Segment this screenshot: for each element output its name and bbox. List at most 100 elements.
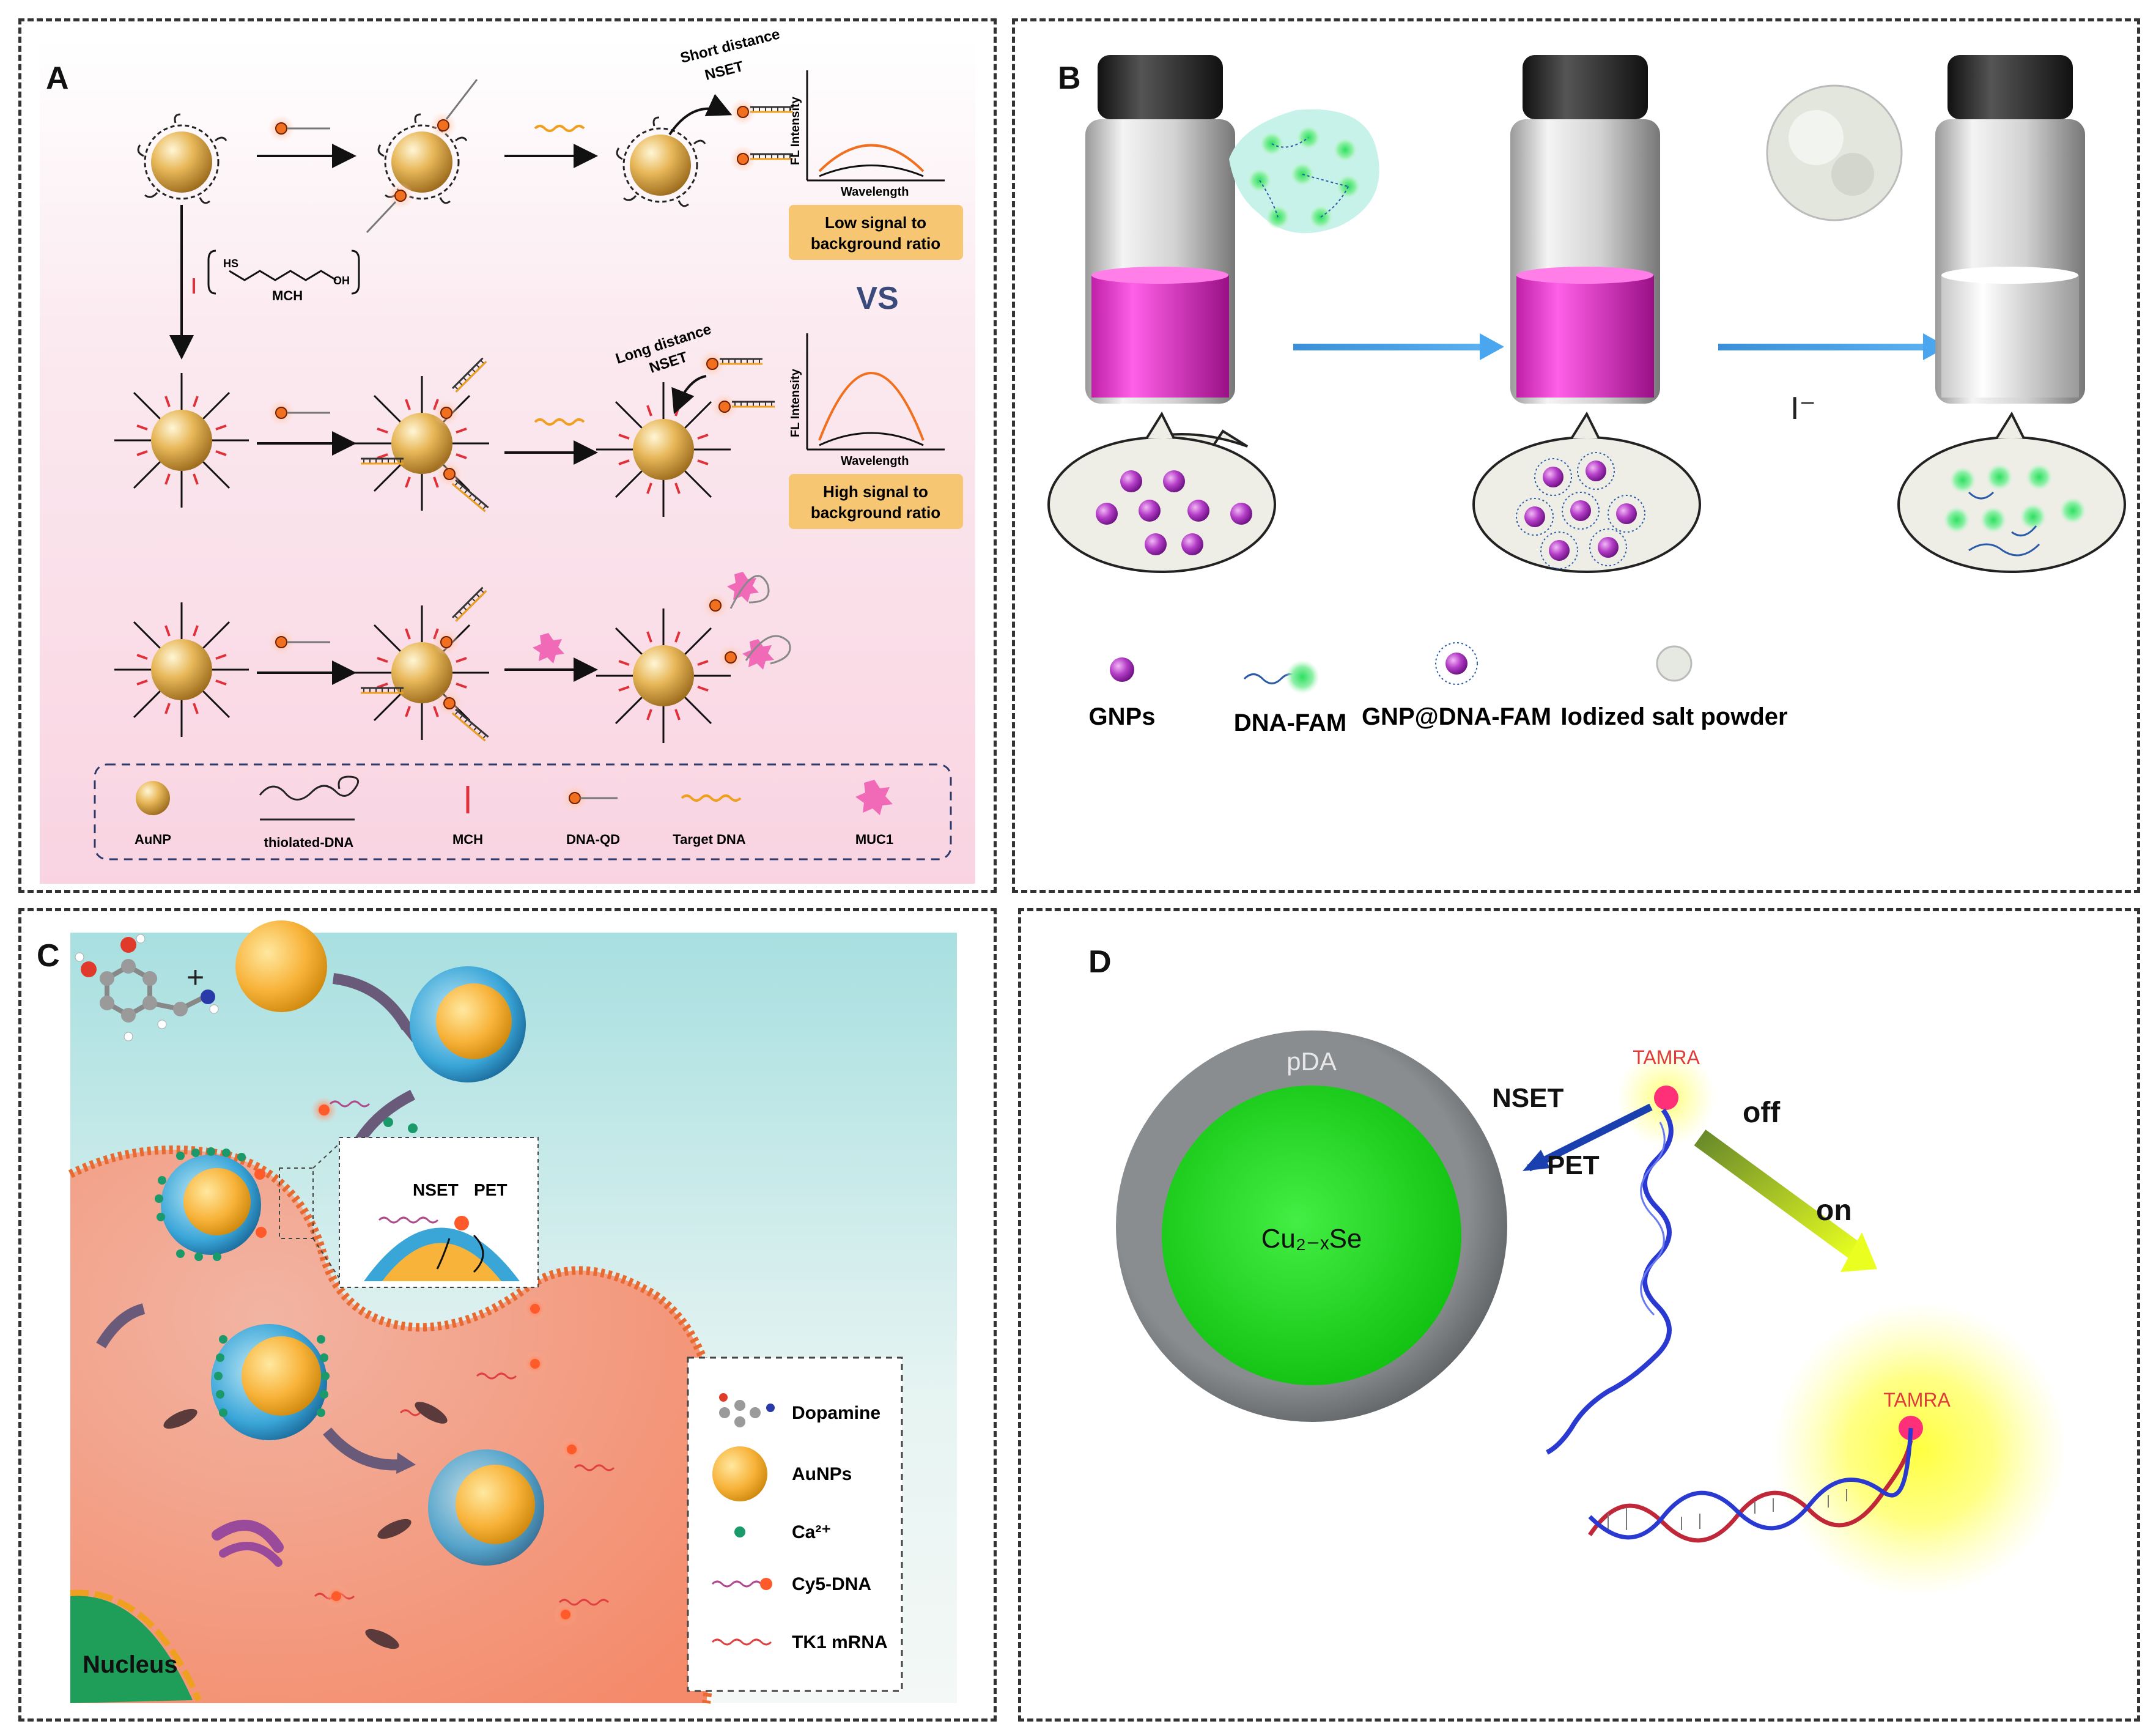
- nucleus: [70, 1596, 193, 1703]
- low-signal-chart: FL Intensity Wavelength: [789, 70, 945, 199]
- row2-mch-aunp: [113, 372, 250, 509]
- c-pda-coated-np: [410, 966, 526, 1082]
- inset-pet-label: PET: [474, 1180, 507, 1199]
- c-arrow-4: [323, 1427, 401, 1471]
- bubble-released: [1897, 411, 2126, 573]
- legend-cy5-dna-icon: [711, 1578, 772, 1590]
- high-ratio-box: [789, 474, 963, 529]
- vs-label: VS: [856, 281, 898, 316]
- panel-c-letter: C: [37, 938, 60, 974]
- legend-dopamine-label: Dopamine: [792, 1403, 880, 1423]
- high-ratio-line1: High signal to: [823, 483, 928, 501]
- row1-nset-state: [616, 98, 794, 207]
- panel-a-illustration: A Short distance NSET FL Intensity Wavel…: [40, 26, 975, 884]
- tamra-top-label: TAMRA: [1633, 1046, 1700, 1068]
- panel-d-illustration: D pDA Cu₂₋ₓSe TAMRA NSET PET off on TAMR…: [1088, 944, 2067, 1596]
- panel-b-letter: B: [1058, 61, 1081, 96]
- panel-a-legend-box: [94, 763, 952, 860]
- legend-salt-label: Iodized salt powder: [1560, 703, 1787, 730]
- nset-arrow-head: [1523, 1150, 1550, 1171]
- nset-label: NSET: [1492, 1083, 1563, 1113]
- low-ratio-box: [789, 205, 963, 260]
- c-mitochondria: [163, 1402, 448, 1649]
- legend-tk1-mrna-icon: [711, 1638, 772, 1646]
- arrow-2: [1718, 333, 1947, 360]
- panel-c-illustration: C +: [37, 920, 957, 1704]
- legend-dna-qd-label: DNA-QD: [566, 832, 620, 847]
- row3-muc1-reagent: [533, 633, 564, 664]
- panel-b-illustration: B: [1047, 55, 2126, 736]
- pda-label: pDA: [1287, 1047, 1337, 1076]
- legend-gnp-dna-fam-label: GNP@DNA-FAM: [1362, 703, 1551, 730]
- mch-hs: HS: [223, 257, 238, 270]
- vial-released: [1935, 55, 2085, 404]
- nucleus-label: Nucleus: [83, 1651, 178, 1678]
- legend-target-dna-label: Target DNA: [673, 832, 745, 847]
- panel-d-letter: D: [1088, 944, 1112, 980]
- legend-aunp-icon: [136, 781, 170, 815]
- row3-mch-aunp: [113, 601, 250, 738]
- short-nset-arrow: [668, 94, 733, 136]
- nuclear-envelope: [70, 1589, 202, 1701]
- legend-cy5-dna-label: Cy5-DNA: [792, 1574, 871, 1594]
- high-chart-y-label: FL Intensity: [789, 368, 802, 437]
- high-ratio-line2: background ratio: [811, 503, 940, 522]
- tamra-bottom-glow: [1773, 1303, 2067, 1596]
- row2-nset-state: [595, 350, 776, 518]
- bubble-gnp-dna-fam: [1472, 411, 1701, 573]
- c-arrow-1: [332, 973, 412, 1030]
- c-internalized-np: [211, 1324, 330, 1440]
- ssdna-backbone: [1640, 1122, 1666, 1316]
- high-chart-x-label: Wavelength: [841, 454, 909, 468]
- zoom-box: [279, 1167, 314, 1239]
- row2-dna-qd-reagent: [267, 399, 330, 427]
- on-arrow-head: [1840, 1232, 1877, 1272]
- mch-formula-label: MCH: [272, 288, 303, 303]
- panel-d: D pDA Cu₂₋ₓSe TAMRA NSET PET off on TAMR…: [1018, 908, 2140, 1722]
- legend-target-dna-icon: [681, 794, 742, 802]
- panel-c: C +: [18, 908, 997, 1722]
- core-label: Cu₂₋ₓSe: [1261, 1224, 1362, 1254]
- on-arrow: [1694, 1130, 1865, 1262]
- c-arrow-3: [96, 1303, 146, 1348]
- salt-powder-plate: [1766, 84, 1903, 221]
- zoom-line-bottom: [312, 1238, 340, 1279]
- mch-oh: OH: [333, 275, 350, 287]
- dsdna-helix: [1588, 1427, 1913, 1543]
- off-label: off: [1743, 1097, 1781, 1129]
- low-ratio-line1: Low signal to: [825, 213, 926, 232]
- legend-gnps-label: GNPs: [1089, 703, 1156, 730]
- legend-salt-icon: [1656, 645, 1693, 682]
- legend-muc1-label: MUC1: [855, 832, 893, 847]
- panel-a-letter: A: [46, 61, 69, 96]
- c-cy5-dna-ca: [311, 1097, 418, 1133]
- row1-bare-aunp: [137, 113, 227, 204]
- row3-aunp-dna-qd: [353, 586, 490, 742]
- zoom-line-top: [312, 1143, 340, 1169]
- row2-target-dna: [534, 418, 585, 426]
- c-gold-np: [235, 920, 327, 1012]
- inset-nset-label: NSET: [413, 1180, 459, 1199]
- legend-thiolated-dna-icon: [259, 775, 360, 801]
- low-chart-y-label: FL Intensity: [789, 96, 802, 165]
- plus-sign: +: [186, 960, 204, 994]
- c-released-np: [428, 1449, 544, 1566]
- legend-gnps-icon: [1110, 657, 1134, 682]
- cell-cytoplasm: [70, 1150, 723, 1703]
- row1-dna-qd-reagent: [267, 114, 330, 142]
- legend-thiolated-dna-label: thiolated-DNA: [264, 835, 354, 850]
- panel-a: A Short distance NSET FL Intensity Wavel…: [18, 18, 997, 893]
- c-arrow-4-head: [396, 1452, 416, 1474]
- row2-aunp-dna-qd: [353, 357, 490, 512]
- legend-dna-fam-icon: [1243, 660, 1320, 694]
- mch-bracket-right: [351, 250, 360, 295]
- legend-dopamine-icon: [719, 1393, 775, 1427]
- legend-aunp-label: AuNP: [135, 832, 171, 847]
- vial-gnps: [1085, 55, 1235, 404]
- legend-ca-icon: [734, 1526, 745, 1537]
- arrow-1: [1293, 333, 1504, 360]
- legend-gnp-dna-fam-icon: [1435, 642, 1478, 685]
- tamra-bottom-label: TAMRA: [1883, 1389, 1951, 1411]
- mch-chain: [229, 270, 337, 281]
- panel-b: B: [1012, 18, 2140, 893]
